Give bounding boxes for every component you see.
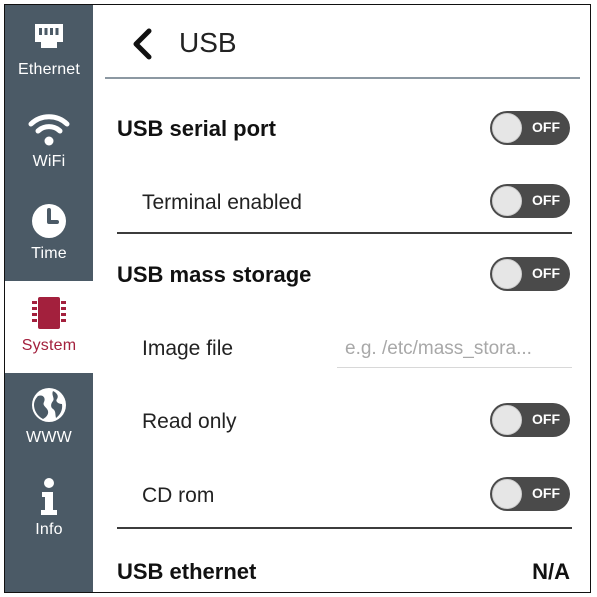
setting-row-terminal-enabled: Terminal enabled OFF [93, 151, 590, 231]
page-title: USB [179, 27, 237, 58]
clock-icon [29, 201, 69, 241]
setting-label: USB ethernet [117, 559, 257, 584]
cd-rom-toggle[interactable]: OFF [490, 477, 570, 511]
terminal-enabled-toggle[interactable]: OFF [490, 184, 570, 218]
chip-icon [29, 293, 69, 333]
sidebar-item-label: WiFi [32, 153, 66, 170]
wifi-icon [27, 109, 71, 149]
toggle-knob [492, 186, 522, 216]
sidebar-item-label: Info [35, 521, 63, 538]
device-screen: Ethernet WiFi Time [4, 4, 591, 593]
setting-row-usb-mass-storage: USB mass storage OFF [93, 233, 590, 305]
sidebar-item-label: Time [31, 245, 67, 262]
sidebar-item-www[interactable]: WWW [5, 373, 93, 465]
sidebar-item-system[interactable]: System [5, 281, 93, 373]
sidebar-item-info[interactable]: Info [5, 465, 93, 557]
sidebar-item-wifi[interactable]: WiFi [5, 97, 93, 189]
toggle-knob [492, 259, 522, 289]
sidebar-item-label: System [21, 337, 77, 354]
section-divider [117, 232, 572, 234]
sidebar-item-label: Ethernet [17, 61, 81, 78]
setting-row-image-file: Image file [93, 305, 590, 379]
toggle-state: OFF [532, 192, 560, 208]
usb-mass-storage-toggle[interactable]: OFF [490, 257, 570, 291]
header-divider [105, 77, 580, 79]
usb-serial-port-toggle[interactable]: OFF [490, 111, 570, 145]
read-only-toggle[interactable]: OFF [490, 403, 570, 437]
image-file-input[interactable] [337, 331, 572, 368]
section-divider [117, 527, 572, 529]
usb-ethernet-value: N/A [532, 559, 570, 584]
setting-row-usb-ethernet: USB ethernet N/A [93, 529, 590, 592]
back-button[interactable] [129, 27, 157, 61]
setting-row-read-only: Read only OFF [93, 379, 590, 453]
setting-label: CD rom [142, 484, 215, 507]
page-header: USB [93, 5, 590, 79]
chevron-left-icon [133, 28, 152, 60]
setting-label: Terminal enabled [142, 191, 302, 214]
setting-row-usb-serial-port: USB serial port OFF [93, 79, 590, 151]
sidebar-nav: Ethernet WiFi Time [5, 5, 93, 592]
toggle-state: OFF [532, 119, 560, 135]
toggle-knob [492, 405, 522, 435]
setting-row-cd-rom: CD rom OFF [93, 453, 590, 527]
setting-label: Read only [142, 410, 237, 433]
setting-label: Image file [142, 337, 234, 360]
toggle-knob [492, 113, 522, 143]
setting-label: USB serial port [117, 116, 276, 141]
sidebar-item-label: WWW [26, 429, 72, 446]
ethernet-icon [29, 17, 69, 57]
toggle-state: OFF [532, 411, 560, 427]
setting-label: USB mass storage [117, 262, 312, 287]
sidebar-item-ethernet[interactable]: Ethernet [5, 5, 93, 97]
toggle-state: OFF [532, 485, 560, 501]
info-icon [34, 477, 64, 517]
usb-settings-panel: USB USB serial port OFF Terminal enabled… [93, 5, 590, 592]
sidebar-item-time[interactable]: Time [5, 189, 93, 281]
toggle-knob [492, 479, 522, 509]
toggle-state: OFF [532, 265, 560, 281]
globe-icon [29, 385, 69, 425]
